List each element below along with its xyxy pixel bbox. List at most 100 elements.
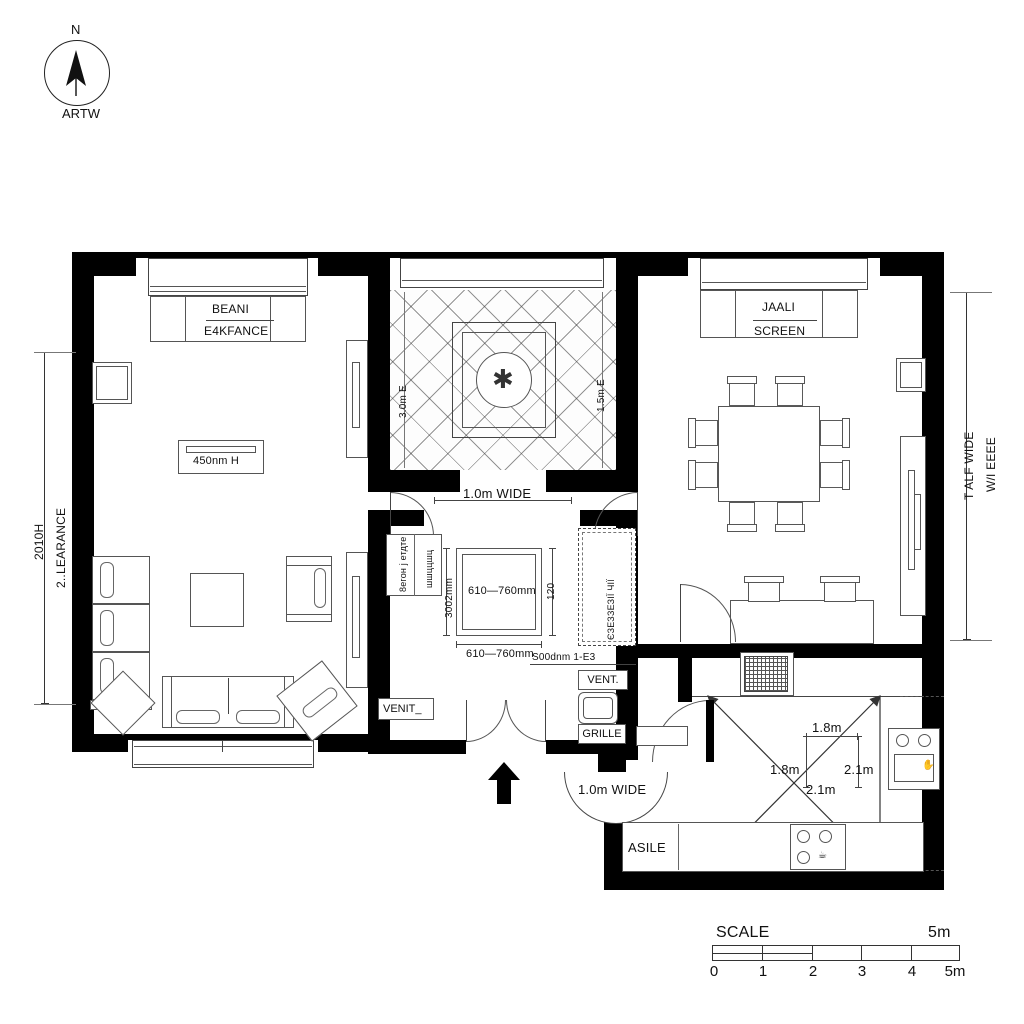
- scale-label-1: 1: [758, 963, 768, 980]
- dining-chair-right-1-back: [842, 418, 850, 448]
- window-living-bottom-line1: [134, 746, 312, 747]
- window-living-bottom: [132, 740, 314, 768]
- kitchen-triangle-bottom-label: 2.1m: [806, 782, 836, 797]
- oven-handle-icon: ✋: [922, 760, 935, 771]
- wall-bedroom-left: [368, 510, 390, 754]
- courtyard-edge-line-left: [404, 292, 405, 468]
- living-armchair-back: [286, 556, 332, 566]
- kitchen-counter-divider: [678, 824, 679, 870]
- courtyard-width-label: 1.0m WIDE: [463, 486, 532, 501]
- vent-left-box: VENIT_: [378, 698, 434, 720]
- door-leaf-courtyard-right: [637, 492, 638, 536]
- window-living-bottom-mullion: [222, 740, 223, 752]
- breakfast-bar-counter: [730, 600, 874, 644]
- courtyard-left-dimension-label: 3.0m E: [398, 385, 409, 418]
- door-leaf-entry-left: [466, 700, 467, 742]
- dining-wall-cabinet-inner: [900, 362, 922, 388]
- kitchen-triangle-left-label: 1.8m: [770, 762, 800, 777]
- bedroom-wardrobe-label: ЄЗЕЗЗЕЗІЇ ЧІЇ: [606, 579, 616, 640]
- kitchen-dim-top-line: [806, 733, 858, 740]
- living-tall-cabinet-lower-handle: [352, 576, 360, 658]
- bar-stool-2: [824, 582, 856, 602]
- living-sofa-arm-left: [162, 676, 172, 728]
- oven-door: [894, 754, 934, 782]
- bedroom-left-label-a: 8егон ј етдте: [398, 536, 408, 592]
- beam-label-rule: [206, 320, 274, 321]
- entry-direction-arrow-icon: [488, 762, 520, 804]
- window-dining-mullion: [702, 282, 866, 283]
- door-swing-main-entry: [564, 772, 668, 824]
- door-arc-dining-corridor: [680, 584, 736, 642]
- dining-tall-unit-handle2: [914, 494, 921, 550]
- wall-courtyard-bottom-right: [546, 470, 638, 492]
- living-sofa2-cushion-1: [176, 710, 220, 724]
- sill-bar: [186, 446, 256, 453]
- bed-side-dimension-line: [549, 548, 556, 636]
- courtyard-fountain-inner: [462, 332, 546, 428]
- jaali-label-line2: SCREEN: [754, 324, 806, 338]
- window-living-bottom-line2: [134, 764, 312, 765]
- dining-chair-top-2: [777, 382, 803, 406]
- vent-right-box: VENT.: [578, 670, 628, 690]
- right-dimension-tick-top: [950, 292, 992, 293]
- wall-top-window-back-right: [688, 252, 880, 258]
- scale-label-2: 2: [808, 963, 818, 980]
- scale-label-5: 5m: [944, 963, 966, 980]
- bed-dimension-label-v: 3002mm: [444, 577, 455, 618]
- courtyard-fountain-basin: [476, 352, 532, 408]
- bed-dimension-line-h: [456, 641, 542, 648]
- wall-corridor-pier: [678, 658, 692, 702]
- living-armchair-cushion: [314, 568, 326, 608]
- left-dimension-tick-top: [34, 352, 76, 353]
- courtyard-fountain-outer: [452, 322, 556, 438]
- dining-chair-bottom-1: [729, 502, 755, 526]
- dining-jaali-left: [700, 290, 736, 338]
- bar-stool-1: [748, 582, 780, 602]
- bedroom-lower-dimension-label: S00dnm 1-E3: [532, 652, 596, 663]
- courtyard-right-dimension-label: 1.5m E: [596, 379, 607, 412]
- window-courtyard-mullion: [402, 280, 602, 281]
- window-living-top: [148, 258, 308, 296]
- bedroom-lower-dimension-line: [530, 664, 636, 665]
- door-leaf-courtyard-left: [390, 492, 391, 536]
- bed-inner: [462, 554, 536, 630]
- sill-height-label: 450nm H: [193, 455, 240, 467]
- kitchen-dim-left-line: [803, 736, 810, 788]
- dining-chair-left-2: [694, 462, 718, 488]
- dining-chair-bottom-2: [777, 502, 803, 526]
- beam-label-line2: E4KFANCE: [204, 324, 269, 338]
- dining-chair-top-2-back: [775, 376, 805, 384]
- living-armchair-front: [286, 614, 332, 622]
- door-arc-entry-left: [466, 700, 506, 742]
- dining-chair-top-1-back: [727, 376, 757, 384]
- scale-tick-4: [911, 946, 912, 960]
- right-dimension-tick-bottom: [950, 640, 992, 641]
- scale-bar: [712, 945, 960, 961]
- kitchen-aisle-label: ASILE: [628, 840, 666, 855]
- wall-bottom-left-stub: [72, 734, 128, 752]
- door-leaf-dining-corridor: [680, 584, 681, 642]
- hob-burner-1: [797, 830, 810, 843]
- window-courtyard-top: [400, 258, 604, 288]
- bedroom-wardrobe-dashed: [578, 528, 636, 646]
- scale-tick-2: [812, 946, 813, 960]
- dining-chair-left-2-back: [688, 460, 696, 490]
- corridor-label-box: [636, 726, 688, 746]
- sill-label-box: [178, 440, 264, 474]
- living-builtin-right: [270, 296, 306, 342]
- dining-chair-bottom-1-back: [727, 524, 757, 532]
- window-living-top-mullion: [150, 286, 306, 287]
- left-dimension-label-1: 2010H: [32, 523, 46, 560]
- dining-chair-left-1-back: [688, 418, 696, 448]
- jaali-label-rule: [753, 320, 817, 321]
- bed-dimension-label-h: 610—760mm: [466, 648, 534, 660]
- wall-top-window-back-left: [136, 252, 318, 258]
- scale-max-label: 5m: [928, 924, 951, 941]
- grille-box: GRILLE: [578, 724, 626, 744]
- living-tall-cabinet-upper-handle: [352, 362, 360, 428]
- wall-courtyard-left: [368, 252, 390, 492]
- door-arc-entry-right: [506, 700, 546, 742]
- living-sofa-cushion-2: [100, 610, 114, 646]
- dining-chair-right-2: [820, 462, 844, 488]
- scale-label-4: 4: [907, 963, 917, 980]
